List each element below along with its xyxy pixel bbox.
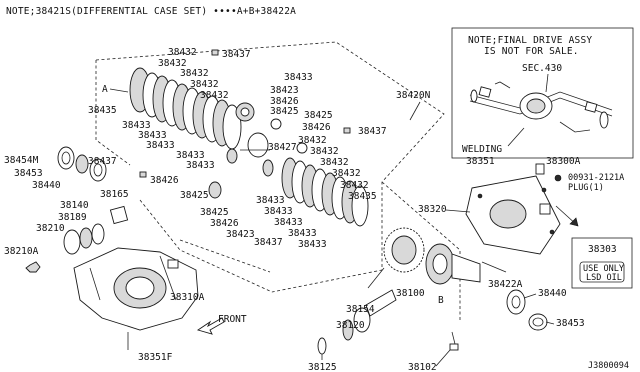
- part-number-label: 38120: [336, 320, 365, 331]
- part-number-label: 38125: [308, 362, 337, 372]
- left-side-bearings: [25, 146, 129, 273]
- callout-b: B: [438, 295, 444, 306]
- part-number-label: 38432: [180, 68, 209, 79]
- part-number-label: 38432: [298, 135, 327, 146]
- part-number-label: 38102: [408, 362, 437, 372]
- part-number-label: 38432: [158, 58, 187, 69]
- front-label: FRONT: [218, 314, 247, 325]
- part-number-label: 38422A: [488, 279, 523, 290]
- diagram-code: J3800094: [588, 361, 629, 371]
- part-number-label: 38310A: [170, 292, 205, 303]
- part-number-label: 38300A: [546, 156, 581, 167]
- note-box-line1: NOTE;FINAL DRIVE ASSY: [468, 35, 592, 46]
- part-number-label: 38423: [226, 229, 255, 240]
- part-number-label: 38426: [150, 175, 179, 186]
- part-number-label: 38433: [288, 228, 317, 239]
- part-number-label: 38351F: [138, 352, 173, 363]
- part-number-label: 38426: [270, 96, 299, 107]
- part-number-label: 38189: [58, 212, 87, 223]
- note-box-line2: IS NOT FOR SALE.: [484, 46, 579, 57]
- part-number-label: 38437: [254, 237, 283, 248]
- plug-label: PLUG(1): [568, 183, 604, 193]
- section-label: SEC.430: [522, 63, 562, 74]
- part-number-label: 38210: [36, 223, 65, 234]
- part-number-label: 38437: [88, 156, 117, 167]
- part-number-label: 38435: [348, 191, 377, 202]
- part-number-label: 00931-2121A: [568, 173, 624, 183]
- part-number-label: 38433: [256, 195, 285, 206]
- part-number-label: 38437: [222, 49, 251, 60]
- part-number-label: 38437: [358, 126, 387, 137]
- clutch-plate-stack-left: [129, 67, 242, 150]
- part-number-label: 38433: [264, 206, 293, 217]
- part-number-label: 38433: [138, 130, 167, 141]
- part-number-label: 38425: [270, 106, 299, 117]
- part-number-label: 38433: [274, 217, 303, 228]
- part-number-label: 38440: [32, 180, 61, 191]
- part-number-label: 38433: [122, 120, 151, 131]
- part-number-label: 38432: [332, 168, 361, 179]
- part-number-label: 38423: [270, 85, 299, 96]
- part-number-label: 38426: [210, 218, 239, 229]
- part-number-label: 38420N: [396, 90, 431, 101]
- part-number-label: 38453: [556, 318, 585, 329]
- part-number-label: 38140: [60, 200, 89, 211]
- right-side-bearings: [449, 289, 548, 351]
- label-part-number: 38303: [588, 244, 617, 255]
- differential-case: [425, 243, 507, 285]
- differential-case-set-note: NOTE;38421S(DIFFERENTIAL CASE SET) ••••A…: [6, 6, 296, 17]
- part-number-label: 38433: [186, 160, 215, 171]
- part-number-label: 38154: [346, 304, 375, 315]
- part-number-label: 38425: [304, 110, 333, 121]
- part-number-label: 38425: [180, 190, 209, 201]
- part-number-label: 38433: [284, 72, 313, 83]
- part-number-label: 38425: [200, 207, 229, 218]
- part-number-label: 38433: [146, 140, 175, 151]
- side-gears-center: [208, 102, 308, 199]
- ring-gear-and-pinion: [317, 227, 425, 355]
- part-number-label: 38351: [466, 156, 495, 167]
- part-number-label: 38440: [538, 288, 567, 299]
- part-number-label: 38432: [200, 90, 229, 101]
- part-number-label: 38433: [298, 239, 327, 250]
- rear-cover: [465, 163, 562, 255]
- oil-label-box: 38303 USE ONLY LSD OIL: [571, 237, 633, 289]
- part-number-label: 38433: [176, 150, 205, 161]
- clutch-plate-stack-right: [281, 157, 369, 227]
- final-drive-note-box: NOTE;FINAL DRIVE ASSY IS NOT FOR SALE. S…: [451, 27, 634, 159]
- part-number-label: 38100: [396, 288, 425, 299]
- part-number-label: 38320: [418, 204, 447, 215]
- label-use-only: USE ONLY: [583, 264, 624, 274]
- label-lsd-oil: LSD OIL: [586, 273, 622, 283]
- part-number-label: 38165: [100, 189, 129, 200]
- part-number-label: 38453: [14, 168, 43, 179]
- note-box-frame: [451, 27, 634, 159]
- differential-case-outline: [95, 41, 445, 293]
- part-number-label: 38427: [268, 142, 297, 153]
- part-number-label: 38432: [190, 79, 219, 90]
- rear-axle-housing-icon: [469, 81, 613, 133]
- front-direction-arrow: FRONT: [196, 314, 247, 335]
- gear-carrier-housing: [73, 239, 271, 350]
- part-number-label: 38426: [302, 122, 331, 133]
- part-number-label: 38435: [88, 105, 117, 116]
- callout-a: A: [102, 84, 108, 95]
- part-number-label: 38432: [310, 146, 339, 157]
- part-number-label: 38210A: [4, 246, 39, 257]
- part-number-label: 38432: [168, 47, 197, 58]
- part-number-label: 38454M: [4, 155, 39, 166]
- welding-label: WELDING: [462, 144, 502, 155]
- part-number-label: 38432: [320, 157, 349, 168]
- part-number-label: 38432: [340, 180, 369, 191]
